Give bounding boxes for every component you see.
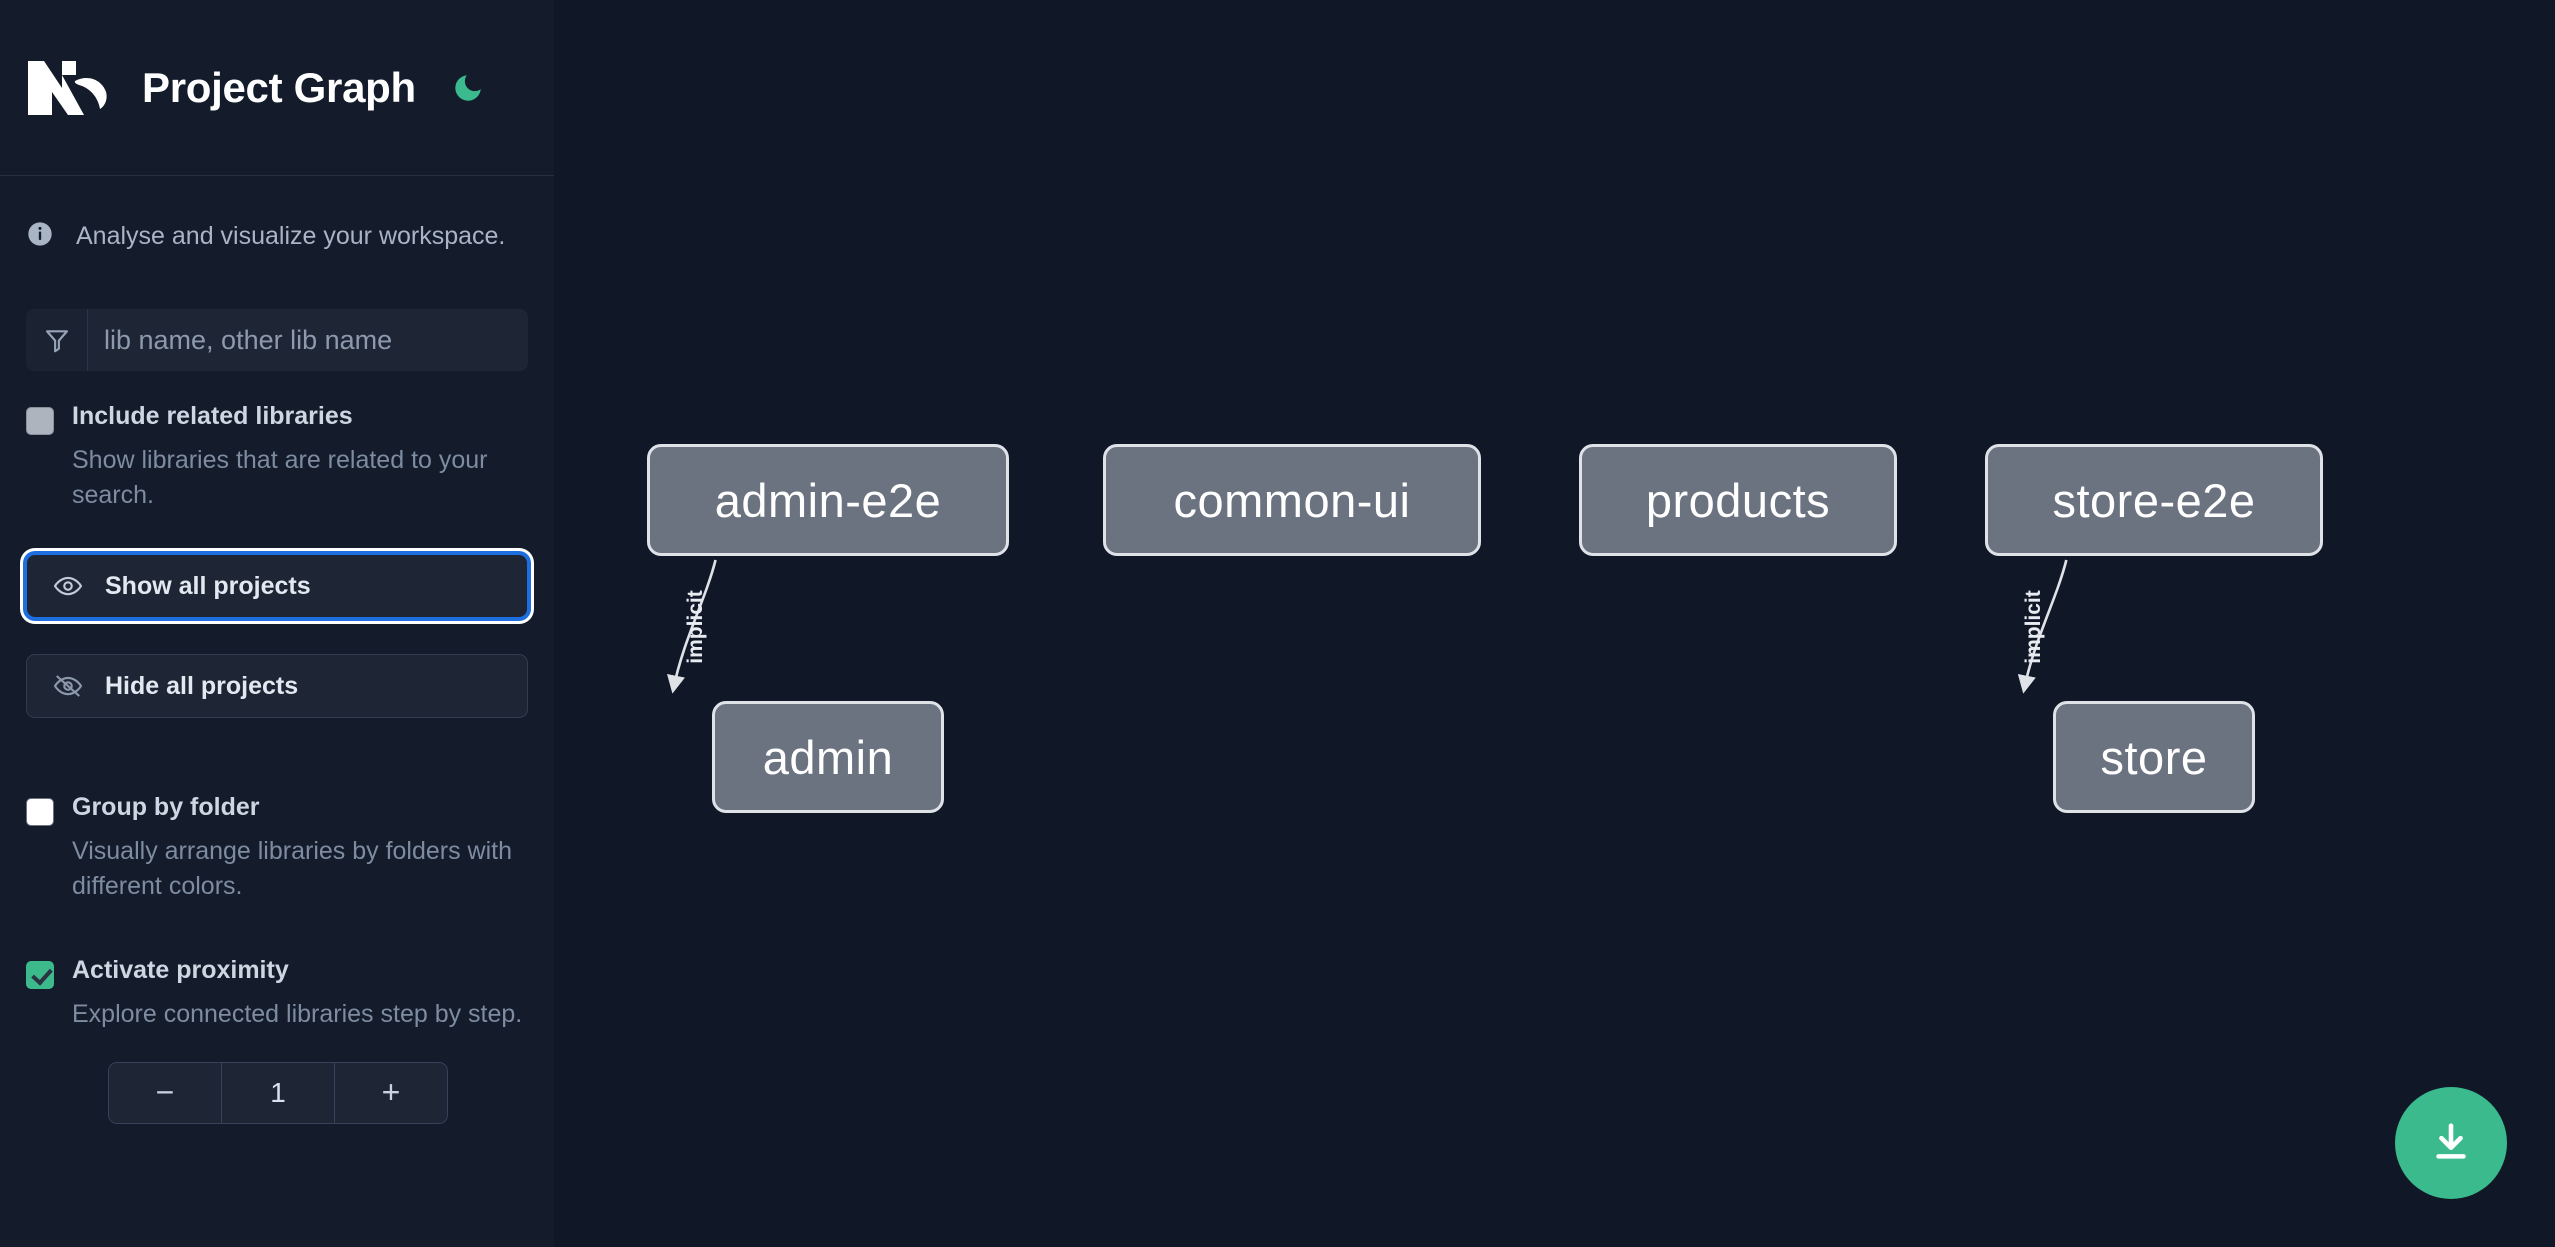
download-icon [2428,1119,2474,1168]
graph-node-label: admin-e2e [714,473,942,527]
include-related-libraries-checkbox[interactable] [26,407,54,435]
activate-proximity-label: Activate proximity [72,956,289,984]
graph-node-common-ui[interactable]: common-ui [1103,444,1481,556]
proximity-decrement-button[interactable]: − [109,1062,221,1123]
nx-logo [26,57,114,119]
show-all-projects-button[interactable]: Show all projects [26,554,528,618]
include-related-libraries-description: Show libraries that are related to your … [72,446,488,509]
graph-node-store[interactable]: store [2053,701,2255,813]
moon-icon[interactable] [446,66,490,110]
graph-node-label: products [1645,473,1831,527]
graph-edge-label-admin-e2e-admin: implicit [683,590,707,664]
graph-node-admin-e2e[interactable]: admin-e2e [647,444,1009,556]
graph-node-label: admin [762,730,894,784]
hide-all-projects-button[interactable]: Hide all projects [26,654,528,718]
graph-node-store-e2e[interactable]: store-e2e [1985,444,2323,556]
option-include-related-libraries: Include related libraries Show libraries… [26,402,528,512]
filter-icon[interactable] [26,309,88,371]
hide-all-projects-label: Hide all projects [105,671,299,700]
sidebar-body: Analyse and visualize your workspace. In… [0,176,554,1124]
graph-edge-label-store-e2e-store: implicit [2021,590,2045,664]
group-by-folder-label: Group by folder [72,793,260,821]
eye-icon [53,571,83,601]
page-title: Project Graph [142,63,416,111]
group-by-folder-description: Visually arrange libraries by folders wi… [72,837,513,900]
tagline-text: Analyse and visualize your workspace. [76,222,506,250]
show-all-projects-label: Show all projects [105,571,311,600]
group-by-folder-checkbox[interactable] [26,798,54,826]
option-activate-proximity: Activate proximity Explore connected lib… [26,956,528,1032]
proximity-increment-button[interactable]: + [335,1062,447,1123]
activate-proximity-checkbox[interactable] [26,961,54,989]
search-row [26,309,528,371]
graph-node-label: store-e2e [2052,473,2256,527]
option-group-by-folder: Group by folder Visually arrange librari… [26,793,528,903]
eye-off-icon [53,671,83,701]
graph-node-label: common-ui [1173,473,1411,527]
sidebar-header: Project Graph [0,0,554,176]
search-input[interactable] [88,309,528,371]
info-icon [26,220,54,253]
graph-node-admin[interactable]: admin [712,701,944,813]
workspace-tagline: Analyse and visualize your workspace. [0,176,554,253]
proximity-value[interactable]: 1 [221,1062,335,1123]
graph-edges [667,559,2068,694]
graph-node-products[interactable]: products [1579,444,1897,556]
activate-proximity-description: Explore connected libraries step by step… [72,1000,523,1028]
proximity-stepper: − 1 + [108,1061,448,1124]
download-graph-button[interactable] [2395,1087,2507,1199]
sidebar: Project Graph Analyse and visualize your… [0,0,573,1247]
include-related-libraries-label: Include related libraries [72,402,353,430]
graph-node-label: store [2100,730,2208,784]
graph-canvas[interactable]: admin-e2e common-ui products store-e2e a… [554,0,2555,1247]
